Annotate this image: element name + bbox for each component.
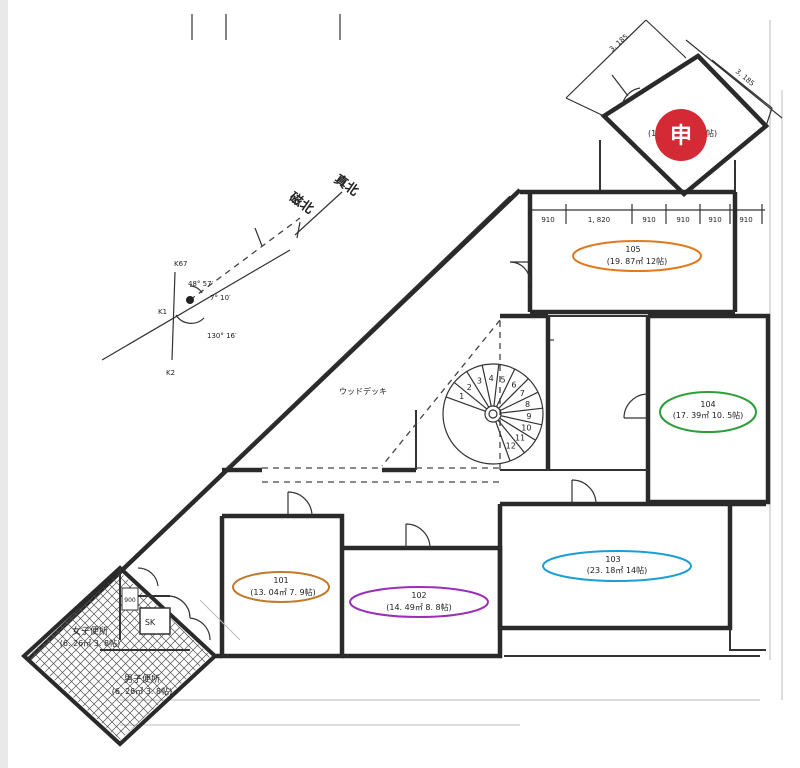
room-101-highlight (232, 571, 330, 603)
room-103: 103 (23. 18㎡ 14帖) (542, 550, 692, 582)
room-105: 105 (19. 87㎡ 12帖) (572, 240, 702, 272)
k2-label: K2 (166, 369, 175, 377)
badge-char: 申 (670, 124, 692, 149)
stair-tread (498, 378, 529, 409)
dim-910-e: 910 (739, 216, 752, 224)
stair-tread (481, 365, 492, 407)
stair-step-number: 5 (501, 375, 506, 384)
stair-tread (445, 396, 486, 412)
room-104-number: 104 (700, 400, 715, 409)
stair-tread (495, 421, 511, 462)
room-101-area: (13. 04㎡ 7. 9帖) (250, 587, 316, 597)
room-105-number: 105 (625, 245, 640, 254)
room-102-highlight (349, 586, 489, 618)
room-102-area: (14. 49㎡ 8. 8帖) (386, 602, 452, 612)
womens-toilet-area: (6. 26㎡ 3. 8帖) (60, 638, 120, 648)
room-105-highlight (572, 240, 702, 272)
stair-tread (495, 368, 516, 408)
exterior-diagonal-wall (26, 188, 522, 662)
room-101-number: 101 (273, 576, 288, 585)
floor-tile-line (28, 572, 160, 740)
floor-tile-line (100, 572, 211, 740)
angle-label-1: 48° 57′ (188, 280, 214, 288)
door-101 (287, 491, 313, 517)
floor-tile-line (91, 572, 211, 740)
dim-910-b: 910 (642, 216, 655, 224)
floor-tile-line (82, 572, 211, 740)
door-104 (623, 393, 649, 419)
sk-box (139, 607, 171, 635)
stair-step-number: 9 (526, 412, 531, 421)
room-104-area: (17. 39㎡ 10. 5帖) (673, 410, 744, 420)
true-north-label: 真北 (331, 171, 361, 199)
dim-1820: 1, 820 (588, 216, 610, 224)
stair-tread (466, 371, 490, 408)
room-102-number: 102 (411, 591, 426, 600)
dim-910-d: 910 (708, 216, 721, 224)
stair-step-number: 10 (521, 424, 531, 433)
stair-tread (497, 419, 526, 454)
annex-label-left: (1 (648, 129, 656, 138)
angle-label-3: 130° 16′ (207, 332, 237, 340)
stair-step-number: 1 (459, 392, 464, 401)
magnetic-north-label: 磁北 (286, 189, 316, 217)
stair-tread (500, 415, 542, 426)
dim-910-c: 910 (676, 216, 689, 224)
room-103-number: 103 (605, 555, 620, 564)
stair-step-number: 4 (489, 374, 494, 383)
sk-label: SK (145, 618, 156, 627)
dim-910-a: 910 (541, 216, 554, 224)
annex-dim-a: 3, 185 (608, 33, 630, 54)
annex-rotated-room: 3, 185 3, 185 (1 帖) 申 (565, 19, 783, 310)
door-103 (571, 479, 597, 505)
angle-label-2: 7° 10′ (210, 294, 231, 302)
k67-label: K67 (174, 260, 188, 268)
room-102: 102 (14. 49㎡ 8. 8帖) (349, 586, 489, 618)
stair-tread (499, 391, 539, 412)
mens-toilet-name: 男子便所 (124, 673, 160, 685)
doors (287, 261, 649, 549)
main-walls (215, 189, 771, 659)
survey-point-marker (186, 296, 194, 304)
compass-diagram: 磁北 真北 K67 K1 K2 48° 57′ 7° 10′ 130° 16′ (101, 171, 362, 377)
room-104-highlight (659, 391, 757, 433)
room-101: 101 (13. 04㎡ 7. 9帖) (232, 571, 330, 603)
stair-step-number: 12 (506, 441, 516, 450)
room-103-area: (23. 18㎡ 14帖) (587, 565, 647, 575)
stair-tread (499, 417, 536, 441)
wood-deck-label: ウッドデッキ (339, 386, 387, 396)
room-105-area: (19. 87㎡ 12帖) (607, 256, 667, 266)
mens-toilet-area: (6. 26㎡ 3. 8帖) (112, 686, 172, 696)
application-badge (655, 109, 707, 161)
room-103-highlight (542, 550, 692, 582)
stair-tread (493, 364, 500, 407)
stair-tread (453, 381, 488, 410)
door-102 (405, 523, 431, 549)
womens-toilet-name: 女子便所 (72, 625, 108, 637)
stair-step-number: 8 (525, 400, 530, 409)
stair-step-number: 11 (515, 434, 525, 443)
dimension-line-top: 910 1, 820 910 910 910 910 (529, 204, 765, 224)
annex-label-right: 帖) (706, 128, 717, 138)
k1-label: K1 (158, 308, 167, 316)
stair-step-number: 3 (477, 377, 482, 386)
stair-step-number: 2 (467, 383, 472, 392)
stair-step-number: 6 (511, 381, 516, 390)
door-105 (509, 261, 531, 283)
annex-dim-b: 3, 185 (734, 67, 756, 87)
small-dim-label: 900 (124, 597, 136, 604)
room-104: 104 (17. 39㎡ 10. 5帖) (659, 391, 757, 433)
stair-step-number: 7 (520, 389, 525, 398)
stair-tread (500, 407, 543, 414)
sink-box (121, 587, 139, 611)
